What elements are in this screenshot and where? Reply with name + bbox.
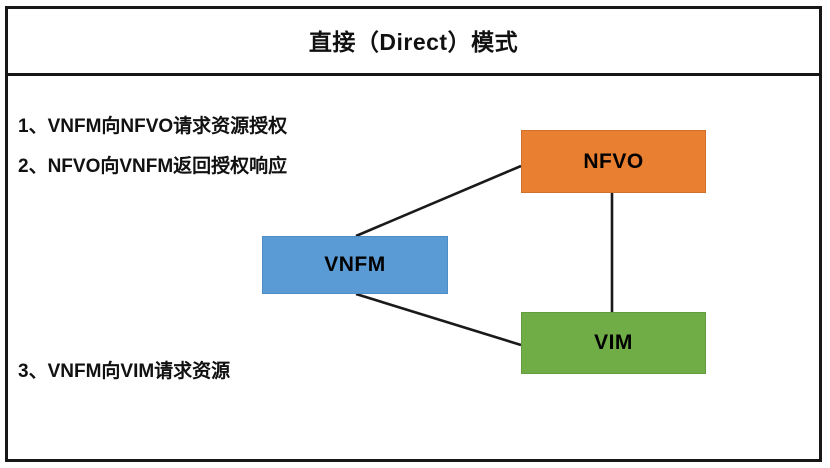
node-nfvo-label: NFVO (583, 149, 644, 173)
node-vnfm[interactable]: VNFM (262, 236, 448, 294)
node-vnfm-label: VNFM (324, 253, 386, 276)
title-band: 直接（Direct）模式 (5, 6, 822, 76)
step-item-1: 1、VNFM向NFVO请求资源授权 (18, 116, 288, 137)
node-nfvo[interactable]: NFVO (521, 130, 706, 193)
diagram-body: 1、VNFM向NFVO请求资源授权 2、NFVO向VNFM返回授权响应 3、VN… (8, 79, 819, 459)
page-title: 直接（Direct）模式 (308, 28, 519, 55)
node-vim-label: VIM (594, 331, 633, 354)
step-item-3: 3、VNFM向VIM请求资源 (18, 361, 231, 382)
node-vim[interactable]: VIM (521, 312, 706, 374)
step-item-2: 2、NFVO向VNFM返回授权响应 (18, 156, 288, 177)
